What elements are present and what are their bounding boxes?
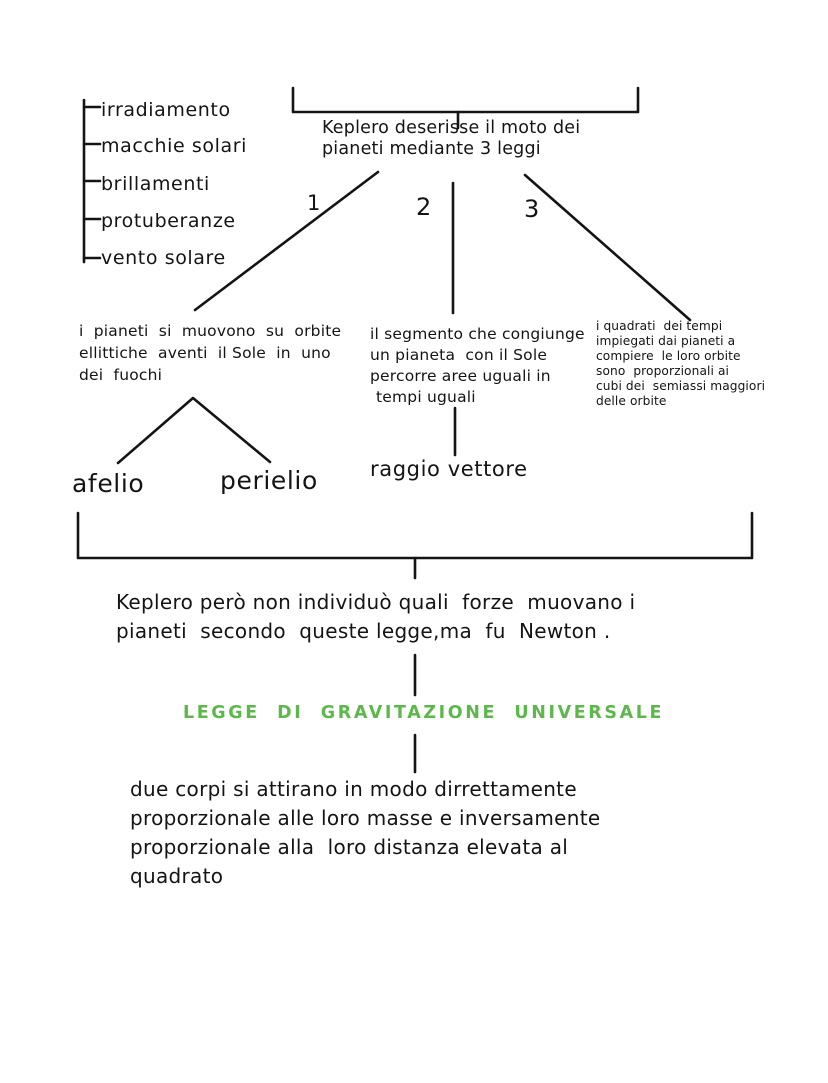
- conclusion-line-2: pianeti secondo queste legge,ma fu Newto…: [116, 619, 611, 643]
- leaf-perielio: perielio: [220, 466, 318, 495]
- list-item: vento solare: [101, 247, 226, 269]
- leaf-raggio-vettore: raggio vettore: [370, 457, 528, 481]
- conclusion-bracket: [76, 511, 754, 560]
- third-law-line-1: i quadrati dei tempi: [596, 319, 723, 333]
- header-line-1: Keplero deserisse il moto dei: [322, 118, 581, 138]
- gravitation-line-2: proporzionale alle loro masse e inversam…: [130, 806, 601, 830]
- conclusion-line-1: Keplero però non individuò quali forze m…: [116, 590, 636, 614]
- second-law-line-2: un pianeta con il Sole: [370, 346, 548, 364]
- second-law-line-4: tempi uguali: [376, 388, 476, 406]
- second-law-line-1: il segmento che congiunge: [370, 325, 585, 343]
- header-top-bracket: [291, 86, 640, 114]
- list-item: irradiamento: [101, 99, 231, 121]
- branch-number-2: 2: [416, 193, 432, 221]
- leaf-afelio: afelio: [72, 469, 145, 498]
- first-law-fork: [116, 396, 272, 465]
- branch-number-3: 3: [524, 195, 540, 223]
- third-law-line-4: sono proporzionali ai: [596, 364, 730, 378]
- gravitation-line-1: due corpi si attirano in modo dirrettame…: [130, 777, 577, 801]
- list-item: protuberanze: [101, 210, 236, 232]
- third-law-line-3: compiere le loro orbite: [596, 349, 741, 363]
- third-law-line-5: cubi dei semiassi maggiori: [596, 379, 766, 393]
- third-law-line-2: impiegati dai pianeti a: [596, 334, 736, 348]
- third-law-line-6: delle orbite: [596, 394, 667, 408]
- first-law-line-1: i pianeti si muovono su orbite: [79, 322, 342, 340]
- gravitation-line-3: proporzionale alla loro distanza elevata…: [130, 835, 569, 859]
- branch-1-line: [193, 170, 380, 312]
- second-law-line-3: percorre aree uguali in: [370, 367, 551, 385]
- first-law-line-2: ellittiche aventi il Sole in uno: [79, 344, 331, 362]
- list-item: macchie solari: [101, 135, 248, 157]
- branch-3-line: [523, 173, 692, 322]
- header-line-2: pianeti mediante 3 leggi: [322, 139, 541, 159]
- gravitation-law-title: LEGGE DI GRAVITAZIONE UNIVERSALE: [183, 703, 665, 723]
- first-law-line-3: dei fuochi: [79, 366, 163, 384]
- branch-number-1: 1: [307, 191, 321, 215]
- list-item: brillamenti: [101, 173, 210, 195]
- gravitation-line-4: quadrato: [130, 864, 224, 888]
